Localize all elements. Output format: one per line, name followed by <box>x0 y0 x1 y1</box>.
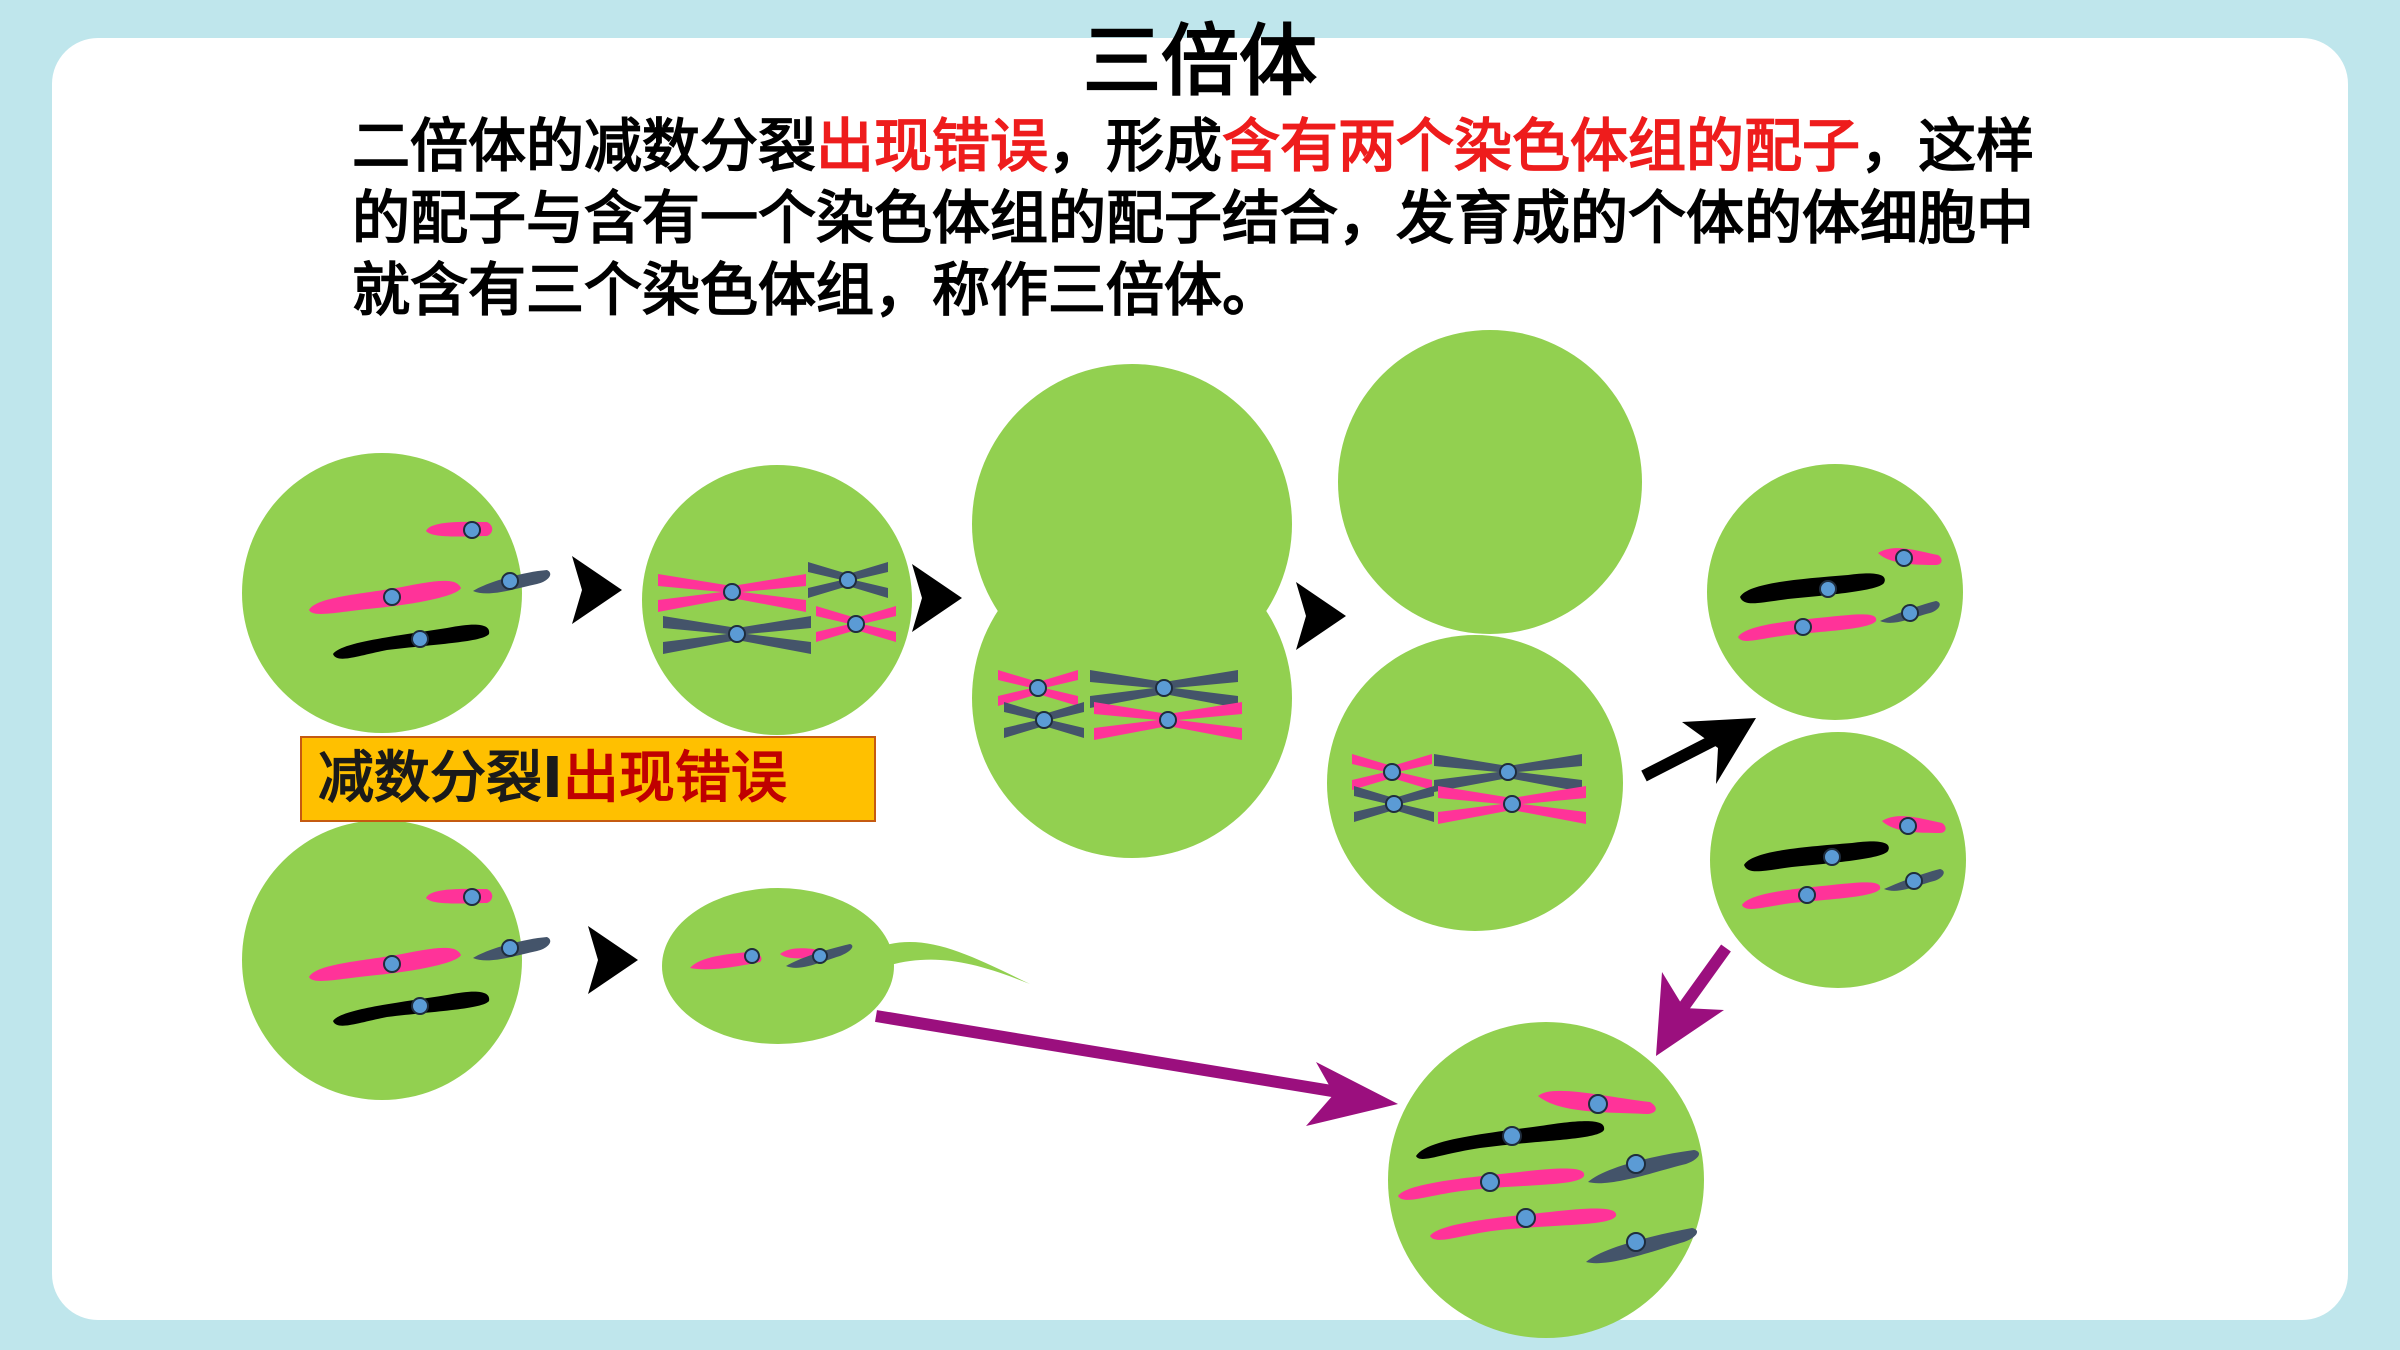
daughter-cell-with-both-sets <box>1327 635 1623 931</box>
diploid-parent-cell-top <box>242 453 552 733</box>
description-text: 二倍体的减数分裂出现错误，形成含有两个染色体组的配子，这样的配子与含有一个染色体… <box>352 110 2052 326</box>
diploid-parent-cell-bottom <box>242 820 552 1100</box>
description-part2: ，形成 <box>1048 112 1223 180</box>
fertilization-arrow-from-sperm <box>875 1010 1398 1126</box>
error-label-highlight: 出现错误 <box>562 746 787 811</box>
description-part1: 二倍体的减数分裂 <box>352 112 817 180</box>
diploid-gamete-cell-top <box>1707 464 1963 720</box>
arrow-right-icon <box>1296 582 1346 650</box>
description-part3: ，这样的配子与含有一个染色体组的配子结合，发育成的个体的体细胞中就含有三个染色体… <box>352 112 2035 324</box>
triploid-zygote-cell <box>1388 1022 1704 1338</box>
empty-daughter-cell <box>1338 330 1642 634</box>
fertilization-arrow-from-gamete <box>1656 944 1731 1056</box>
meiosis-error-label: 减数分裂Ⅰ出现错误 <box>300 736 876 822</box>
description-highlight-error: 出现错误 <box>816 112 1049 180</box>
arrow-right-icon <box>572 556 622 624</box>
page-title: 三倍体 <box>1082 17 1317 107</box>
diploid-gamete-cell-bottom <box>1710 732 1966 988</box>
error-label-prefix: 减数分裂Ⅰ <box>318 746 563 811</box>
arrow-right-icon <box>912 564 962 632</box>
arrow-diagonal-icon <box>1641 718 1756 784</box>
arrow-right-icon <box>588 926 638 994</box>
meiosis-I-metaphase-cell <box>642 465 912 735</box>
normal-sperm-cell <box>662 888 1030 1044</box>
description-highlight-gamete: 含有两个染色体组的配子 <box>1222 112 1861 180</box>
abnormal-division-cells <box>972 364 1292 858</box>
